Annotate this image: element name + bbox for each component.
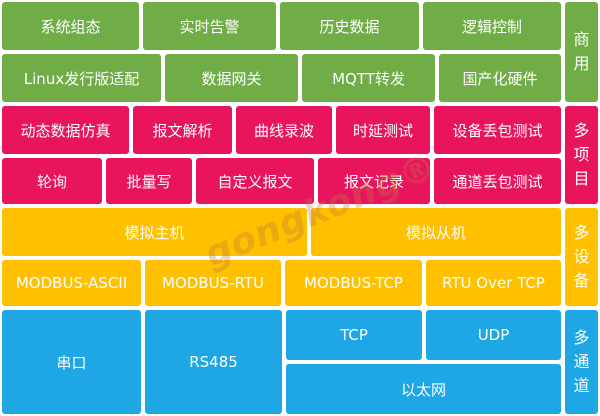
category-multi-device-char: 备 <box>573 271 590 290</box>
feature-realtime-alarm: 实时告警 <box>143 2 276 50</box>
feature-system-config: 系统组态 <box>2 2 139 50</box>
category-multi-channel-char: 道 <box>573 376 590 395</box>
protocol-modbus-ascii: MODBUS-ASCII <box>2 260 141 306</box>
feature-device-loss-test: 设备丢包测试 <box>434 106 561 154</box>
feature-mqtt-forward: MQTT转发 <box>302 54 435 102</box>
channel-rs485: RS485 <box>145 310 282 414</box>
channel-tcp: TCP <box>286 310 422 360</box>
category-multi-project-char: 目 <box>573 169 590 188</box>
protocol-rtu-over-tcp: RTU Over TCP <box>426 260 561 306</box>
channel-serial-port: 串口 <box>2 310 141 414</box>
feature-curve-recording: 曲线录波 <box>236 106 332 154</box>
category-multi-device-char: 多 <box>573 223 590 242</box>
feature-linux-distro: Linux发行版适配 <box>2 54 161 102</box>
feature-channel-loss-test: 通道丢包测试 <box>434 158 561 204</box>
category-commercial: 商 用 <box>565 2 598 102</box>
category-multi-device-char: 设 <box>573 247 590 266</box>
feature-message-record: 报文记录 <box>318 158 430 204</box>
feature-polling: 轮询 <box>2 158 102 204</box>
channel-ethernet: 以太网 <box>286 364 561 414</box>
feature-domestic-hardware: 国产化硬件 <box>439 54 561 102</box>
protocol-modbus-rtu: MODBUS-RTU <box>145 260 281 306</box>
feature-simulated-master: 模拟主机 <box>2 208 307 256</box>
feature-latency-test: 时延测试 <box>336 106 430 154</box>
category-multi-channel-char: 多 <box>573 328 590 347</box>
category-multi-channel: 多 通 道 <box>565 310 598 414</box>
feature-history-data: 历史数据 <box>280 2 419 50</box>
category-commercial-char: 商 <box>573 30 590 49</box>
feature-custom-message: 自定义报文 <box>196 158 314 204</box>
protocol-modbus-tcp: MODBUS-TCP <box>285 260 422 306</box>
feature-simulated-slave: 模拟从机 <box>311 208 561 256</box>
channel-udp: UDP <box>426 310 561 360</box>
category-multi-project-char: 多 <box>573 121 590 140</box>
feature-logic-control: 逻辑控制 <box>423 2 561 50</box>
category-multi-channel-char: 通 <box>573 352 590 371</box>
category-commercial-char: 用 <box>573 54 590 73</box>
category-multi-project-char: 项 <box>573 145 590 164</box>
feature-data-gateway: 数据网关 <box>165 54 298 102</box>
category-multi-device: 多 设 备 <box>565 208 598 306</box>
category-multi-project: 多 项 目 <box>565 106 598 204</box>
feature-dynamic-simulation: 动态数据仿真 <box>2 106 129 154</box>
feature-message-parse: 报文解析 <box>133 106 232 154</box>
feature-batch-write: 批量写 <box>106 158 192 204</box>
